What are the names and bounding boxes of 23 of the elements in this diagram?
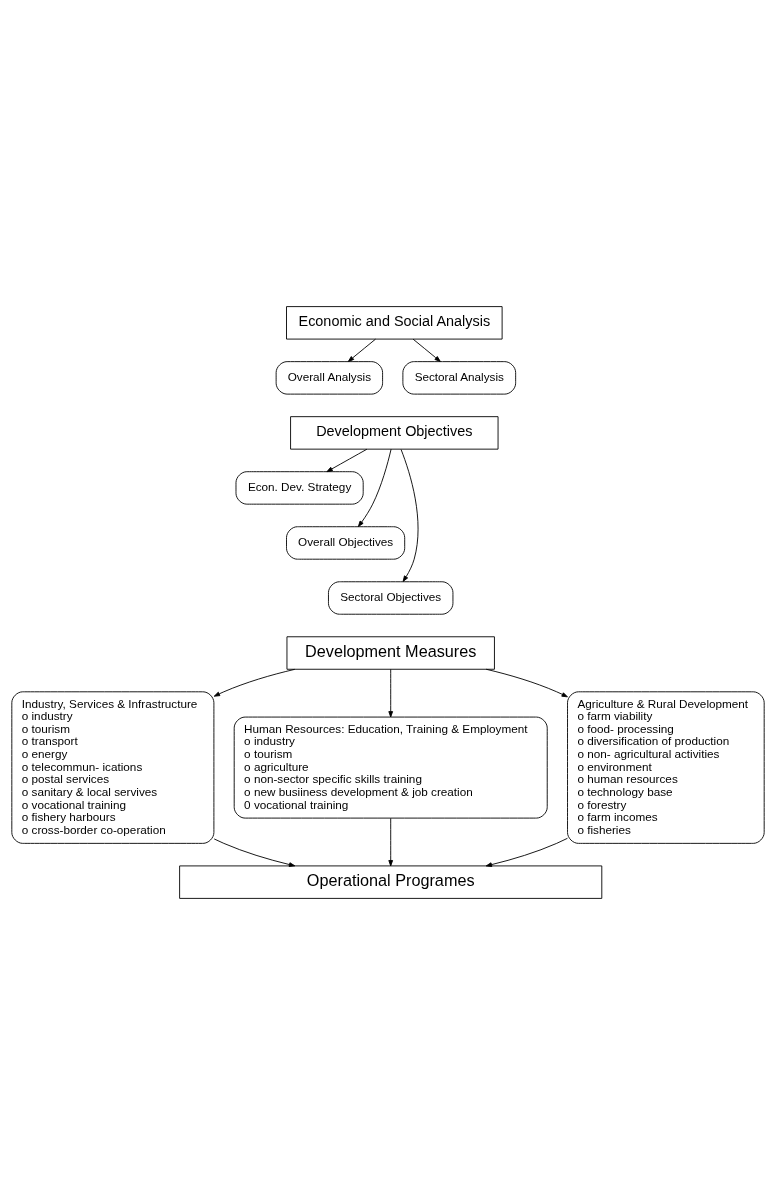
node-box: Sectoral Objectives — [328, 580, 454, 615]
arrow — [412, 338, 441, 362]
arrow — [213, 668, 296, 697]
arrow — [485, 668, 568, 697]
arrow — [347, 338, 376, 362]
arrow — [326, 448, 368, 472]
node-box: Development Measures — [286, 635, 495, 670]
arrow — [213, 838, 296, 867]
arrow — [388, 817, 394, 866]
node-box: Human Resources: Education, Training & Employment o industry o tourism o agriculture o non-sector specific skills training o new busiiness development & job creation 0 vocational training — [233, 716, 548, 819]
node-box: Sectoral Analysis — [402, 360, 517, 395]
node-box: Development Objectives — [290, 415, 499, 450]
node-box: Industry, Services & Infrastructure o industry o tourism o transport o energy o telecommun- ications o postal services o sanitary & local servives o vocational training o fishery harbours o cross-border co-operation — [11, 690, 215, 844]
node-box: Agriculture & Rural Development o farm viability o food- processing o diversification of production o non- agricultural activities o environment o human resources o technology base o forestry o farm incomes o fisheries — [567, 690, 765, 844]
arrow — [400, 448, 419, 582]
node-box: Econ. Dev. Strategy — [235, 470, 364, 505]
node-box: Overall Objectives — [286, 525, 406, 560]
node-box: Overall Analysis — [275, 360, 384, 395]
arrow — [357, 448, 392, 527]
node-box: Operational Programes — [179, 864, 603, 899]
arrow — [485, 837, 568, 867]
node-box: Economic and Social Analysis — [286, 305, 503, 340]
arrow — [388, 668, 394, 717]
